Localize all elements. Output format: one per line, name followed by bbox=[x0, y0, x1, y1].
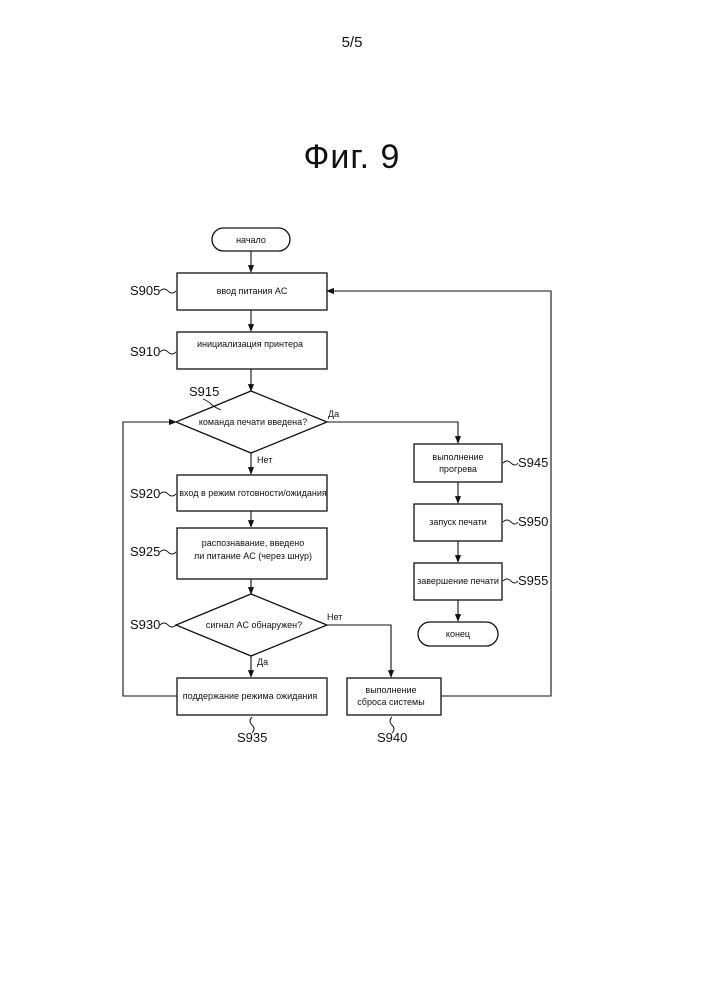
edge-label-s930-no: Нет bbox=[327, 612, 342, 622]
leader-s925 bbox=[160, 550, 176, 554]
node-s920-label: вход в режим готовности/ожидания bbox=[179, 488, 327, 498]
node-s925-label-line1: распознавание, введено bbox=[202, 538, 305, 548]
node-s925: распознавание, введено ли питание AC (че… bbox=[177, 528, 327, 579]
step-label-s910: S910 bbox=[130, 344, 160, 359]
step-label-s915: S915 bbox=[189, 384, 219, 399]
edge-label-s930-yes: Да bbox=[257, 657, 268, 667]
leader-s910 bbox=[160, 350, 176, 354]
node-s925-label-line2: ли питание AC (через шнур) bbox=[194, 551, 312, 561]
node-s940-label-line2: сброса системы bbox=[357, 697, 424, 707]
node-s910-label: инициализация принтера bbox=[197, 339, 303, 349]
leader-s920 bbox=[160, 492, 176, 496]
step-label-s945: S945 bbox=[518, 455, 548, 470]
leader-s955 bbox=[503, 579, 518, 583]
node-s950: запуск печати bbox=[414, 504, 502, 541]
leader-s945 bbox=[503, 461, 518, 465]
step-label-s925: S925 bbox=[130, 544, 160, 559]
edge-label-s915-no: Нет bbox=[257, 455, 272, 465]
node-s955: завершение печати bbox=[414, 563, 502, 600]
node-s915: команда печати введена? bbox=[176, 391, 327, 453]
step-label-s905: S905 bbox=[130, 283, 160, 298]
node-s945-label-line2: прогрева bbox=[439, 464, 477, 474]
node-s930-label: сигнал AC обнаружен? bbox=[206, 620, 302, 630]
node-end: конец bbox=[418, 622, 498, 646]
node-s915-label: команда печати введена? bbox=[199, 417, 307, 427]
node-s920: вход в режим готовности/ожидания bbox=[177, 475, 327, 511]
step-label-s920: S920 bbox=[130, 486, 160, 501]
node-s935: поддержание режима ожидания bbox=[177, 678, 327, 715]
leader-s905 bbox=[160, 289, 176, 293]
node-start: начало bbox=[212, 228, 290, 251]
node-end-label: конец bbox=[446, 629, 470, 639]
node-s945: выполнение прогрева bbox=[414, 444, 502, 482]
edge-s935-loop-to-s915 bbox=[123, 422, 177, 696]
edge-s915-yes-to-s945 bbox=[327, 422, 458, 443]
node-s955-label: завершение печати bbox=[417, 576, 499, 586]
step-label-s955: S955 bbox=[518, 573, 548, 588]
node-s930: сигнал AC обнаружен? bbox=[176, 594, 327, 656]
step-label-s950: S950 bbox=[518, 514, 548, 529]
edge-label-s915-yes: Да bbox=[328, 409, 339, 419]
node-s905: ввод питания AC bbox=[177, 273, 327, 310]
node-s940-label-line1: выполнение bbox=[365, 685, 416, 695]
node-start-label: начало bbox=[236, 235, 266, 245]
node-s910: инициализация принтера bbox=[177, 332, 327, 369]
node-s950-label: запуск печати bbox=[429, 517, 487, 527]
step-label-s930: S930 bbox=[130, 617, 160, 632]
node-s905-label: ввод питания AC bbox=[217, 286, 288, 296]
leader-s950 bbox=[503, 520, 518, 524]
node-s935-label: поддержание режима ожидания bbox=[183, 691, 318, 701]
node-s940: выполнение сброса системы bbox=[347, 678, 441, 715]
node-s945-label-line1: выполнение bbox=[432, 452, 483, 462]
edge-s930-no-to-s940 bbox=[327, 625, 391, 677]
leader-s930 bbox=[160, 623, 176, 627]
